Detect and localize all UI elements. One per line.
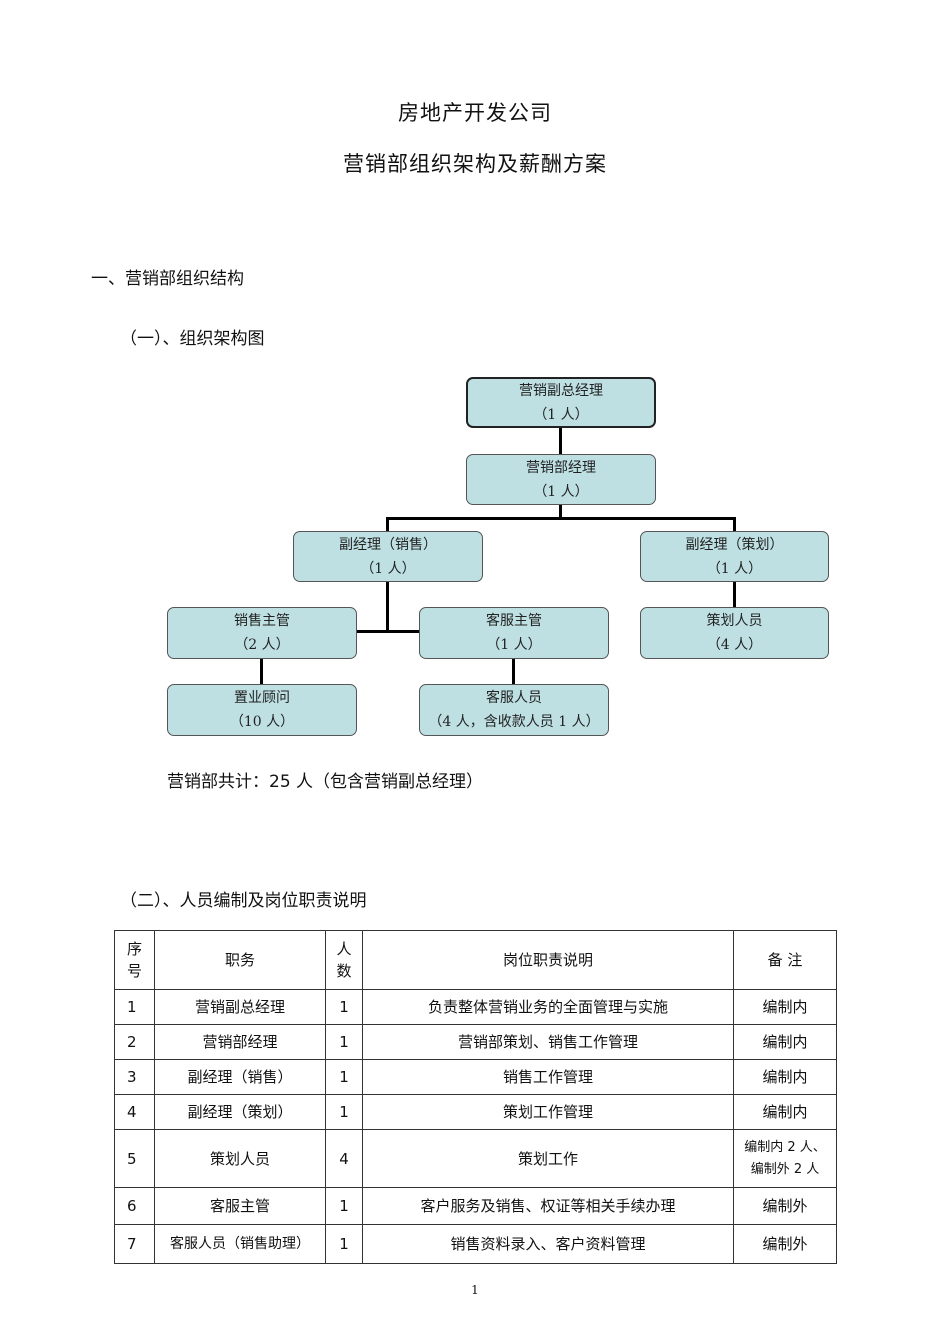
org-node-deputy-planning: 副经理（策划） （1 人） — [640, 531, 829, 582]
org-node-title: 置业顾问 — [234, 690, 290, 706]
table-row: 2 营销部经理 1 营销部策划、销售工作管理 编制内 — [114, 1024, 837, 1060]
org-node-count: （1 人） — [706, 560, 763, 577]
org-node-deputy-sales: 副经理（销售） （1 人） — [293, 531, 483, 582]
cell-position: 策划人员 — [154, 1129, 326, 1188]
connector-manager-down — [559, 505, 562, 520]
cell-remarks: 编制内 — [733, 1059, 837, 1095]
connector-deputies-bar — [386, 517, 736, 520]
connector-sales-sup-to-consultant — [260, 659, 263, 684]
table-header-row: 序 号 职务 人 数 岗位职责说明 备 注 — [114, 930, 837, 990]
cell-remarks: 编制内 — [733, 1094, 837, 1130]
cell-seq: 2 — [114, 1024, 155, 1060]
cell-duties: 负责整体营销业务的全面管理与实施 — [362, 989, 734, 1025]
org-node-vp: 营销副总经理 （1 人） — [466, 377, 656, 428]
section-1-2-heading: （二）、人员编制及岗位职责说明 — [120, 891, 367, 911]
cell-seq: 5 — [114, 1129, 155, 1188]
org-node-title: 副经理（销售） — [339, 536, 437, 553]
cell-seq: 1 — [114, 989, 155, 1025]
cell-count: 1 — [325, 1059, 363, 1095]
org-node-planner: 策划人员 （4 人） — [640, 607, 829, 659]
org-node-cs-supervisor: 客服主管 （1 人） — [419, 607, 609, 659]
header-seq-line1: 序 — [126, 940, 142, 958]
org-node-cs-staff: 客服人员 （4 人，含收款人员 1 人） — [419, 684, 609, 736]
cell-remarks: 编制外 — [733, 1224, 837, 1264]
cell-duties: 客户服务及销售、权证等相关手续办理 — [362, 1187, 734, 1225]
cell-count: 1 — [325, 989, 363, 1025]
document-subtitle: 营销部组织架构及薪酬方案 — [343, 152, 607, 176]
connector-cs-sup-to-staff — [512, 659, 515, 684]
cell-position: 副经理（销售） — [154, 1059, 326, 1095]
cell-seq: 7 — [114, 1224, 155, 1264]
cell-count: 1 — [325, 1224, 363, 1264]
connector-supervisors-bar — [356, 630, 419, 633]
cell-count: 4 — [325, 1129, 363, 1188]
org-node-count: （1 人） — [360, 560, 416, 577]
org-node-count: （1 人） — [486, 637, 542, 653]
cell-remarks-line1: 编制内 2 人、 — [744, 1139, 826, 1155]
header-seq: 序 号 — [114, 930, 155, 990]
table-row: 4 副经理（策划） 1 策划工作管理 编制内 — [114, 1094, 837, 1130]
cell-seq: 6 — [114, 1187, 155, 1225]
cell-position: 客服人员（销售助理） — [154, 1224, 326, 1264]
connector-vp-manager — [559, 427, 562, 454]
cell-duties: 策划工作 — [362, 1129, 734, 1188]
cell-remarks: 编制内 — [733, 1024, 837, 1060]
section-1-heading: 一、营销部组织结构 — [91, 269, 244, 289]
header-remarks: 备 注 — [733, 930, 837, 990]
org-node-count: （1 人） — [533, 483, 589, 500]
org-node-title: 销售主管 — [234, 613, 290, 629]
cell-duties: 营销部策划、销售工作管理 — [362, 1024, 734, 1060]
org-node-count: （1 人） — [533, 406, 589, 423]
cell-duties: 策划工作管理 — [362, 1094, 734, 1130]
header-seq-line2: 号 — [126, 962, 142, 980]
org-node-title: 客服人员 — [486, 690, 542, 706]
cell-position: 客服主管 — [154, 1187, 326, 1225]
cell-remarks: 编制内 — [733, 989, 837, 1025]
org-node-count: （4 人） — [706, 637, 763, 653]
cell-duties: 销售资料录入、客户资料管理 — [362, 1224, 734, 1264]
org-node-count: （4 人，含收款人员 1 人） — [428, 714, 600, 730]
table-row: 5 策划人员 4 策划工作 编制内 2 人、 编制外 2 人 — [114, 1129, 837, 1188]
cell-position: 营销副总经理 — [154, 989, 326, 1025]
org-node-count: （10 人） — [229, 714, 295, 730]
table-row: 1 营销副总经理 1 负责整体营销业务的全面管理与实施 编制内 — [114, 989, 837, 1025]
org-node-property-consultant: 置业顾问 （10 人） — [167, 684, 357, 736]
page-number: 1 — [471, 1283, 479, 1297]
org-node-manager: 营销部经理 （1 人） — [466, 454, 656, 505]
header-count-line1: 人 — [336, 940, 352, 958]
cell-count: 1 — [325, 1094, 363, 1130]
cell-remarks: 编制内 2 人、 编制外 2 人 — [733, 1129, 837, 1188]
connector-to-deputy-planning — [733, 517, 736, 531]
staffing-table: 序 号 职务 人 数 岗位职责说明 备 注 1 营销副总经理 1 负责整体营销业… — [114, 930, 837, 1264]
org-node-title: 营销部经理 — [526, 459, 596, 476]
section-1-1-heading: （一）、组织架构图 — [120, 329, 265, 349]
cell-position: 营销部经理 — [154, 1024, 326, 1060]
cell-duties: 销售工作管理 — [362, 1059, 734, 1095]
org-node-title: 策划人员 — [706, 613, 763, 629]
connector-deputy-sales-down — [386, 582, 389, 633]
cell-seq: 4 — [114, 1094, 155, 1130]
cell-count: 1 — [325, 1024, 363, 1060]
table-row: 3 副经理（销售） 1 销售工作管理 编制内 — [114, 1059, 837, 1095]
org-node-title: 客服主管 — [486, 613, 542, 629]
header-count-line2: 数 — [336, 962, 352, 980]
cell-count: 1 — [325, 1187, 363, 1225]
table-row: 6 客服主管 1 客户服务及销售、权证等相关手续办理 编制外 — [114, 1187, 837, 1225]
cell-remarks: 编制外 — [733, 1187, 837, 1225]
org-node-count: （2 人） — [234, 637, 290, 653]
org-node-sales-supervisor: 销售主管 （2 人） — [167, 607, 357, 659]
header-position: 职务 — [154, 930, 326, 990]
connector-to-deputy-sales — [386, 517, 389, 531]
table-row: 7 客服人员（销售助理） 1 销售资料录入、客户资料管理 编制外 — [114, 1224, 837, 1264]
document-title: 房地产开发公司 — [398, 101, 552, 125]
cell-position: 副经理（策划） — [154, 1094, 326, 1130]
org-node-title: 营销副总经理 — [519, 382, 603, 399]
connector-planning-to-planner — [733, 582, 736, 607]
header-duties: 岗位职责说明 — [362, 930, 734, 990]
headcount-summary: 营销部共计：25 人（包含营销副总经理） — [167, 772, 484, 792]
header-count: 人 数 — [325, 930, 363, 990]
cell-remarks-line2: 编制外 2 人 — [750, 1161, 820, 1177]
org-node-title: 副经理（策划） — [685, 536, 784, 553]
cell-seq: 3 — [114, 1059, 155, 1095]
